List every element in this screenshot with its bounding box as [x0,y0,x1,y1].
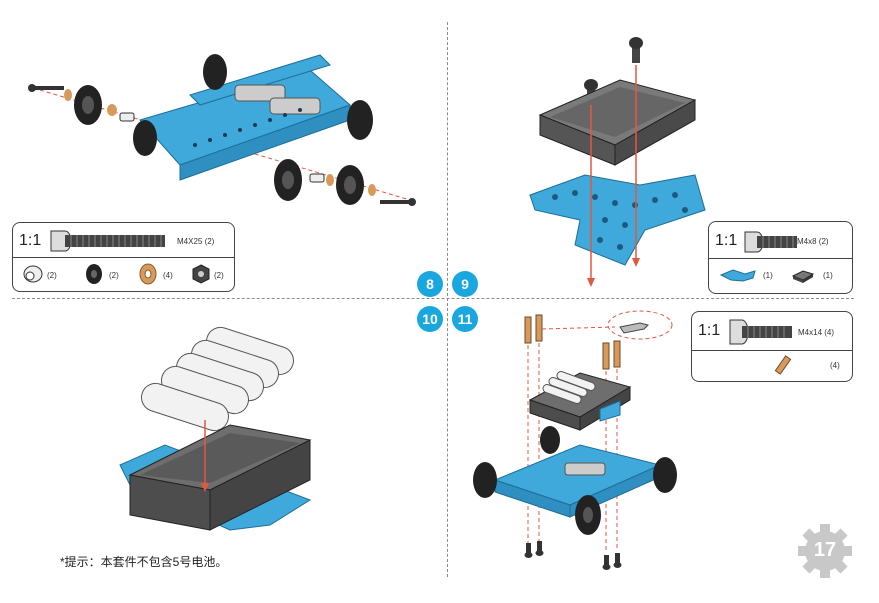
step-number-9: 9 [452,271,478,297]
screw-label: M4X25 (2) [177,237,215,246]
step9-parts-panel: 1:1 M4x8 (2) (1) (1) [708,221,853,294]
nut-count: (2) [214,271,224,280]
screw-label: M4x14 (4) [798,328,835,337]
step-number-11: 11 [452,306,478,332]
battery-box-icon [791,270,815,283]
m4x8-screw-icon [744,231,797,253]
page-number: 17 [813,539,837,561]
bearing-icon [139,263,157,285]
screw-label: M4x8 (2) [797,237,829,246]
battery-box-count: (1) [823,271,833,280]
scale-label: 1:1 [19,232,42,249]
step-number-8: 8 [417,271,443,297]
m4x14-screw-icon [729,319,792,345]
nut-icon [192,264,210,284]
step11-final-assembly-illustration [473,310,677,570]
horizontal-divider [12,298,854,299]
step11-parts-panel: 1:1 M4x14 (4) (4) [691,311,853,382]
battery-note: *提示：本套件不包含5号电池。 [60,555,228,569]
scale-label: 1:1 [698,322,721,339]
vertical-divider [447,22,448,577]
tire-count: (2) [109,271,119,280]
standoff-count: (4) [830,361,840,370]
spacer-count: (2) [47,271,57,280]
bearing-count: (4) [163,271,173,280]
spacer-icon [23,265,43,283]
bracket-plate-icon [719,269,756,282]
step-number-10: 10 [417,306,443,332]
step8-parts-panel: 1:1 M4X25 (2) (2) (2) (4) (2) [12,222,235,292]
tire-icon [86,264,102,284]
scale-label: 1:1 [715,232,738,249]
step10-battery-insert-illustration [119,326,312,531]
page-number-badge: 17 [798,524,852,578]
gear-icon [798,524,852,578]
standoff-icon [774,355,792,375]
m4x25-screw-icon [50,230,165,252]
step8-chassis-illustration [28,54,416,206]
step9-battery-box-illustration [529,37,706,287]
bracket-count: (1) [763,271,773,280]
